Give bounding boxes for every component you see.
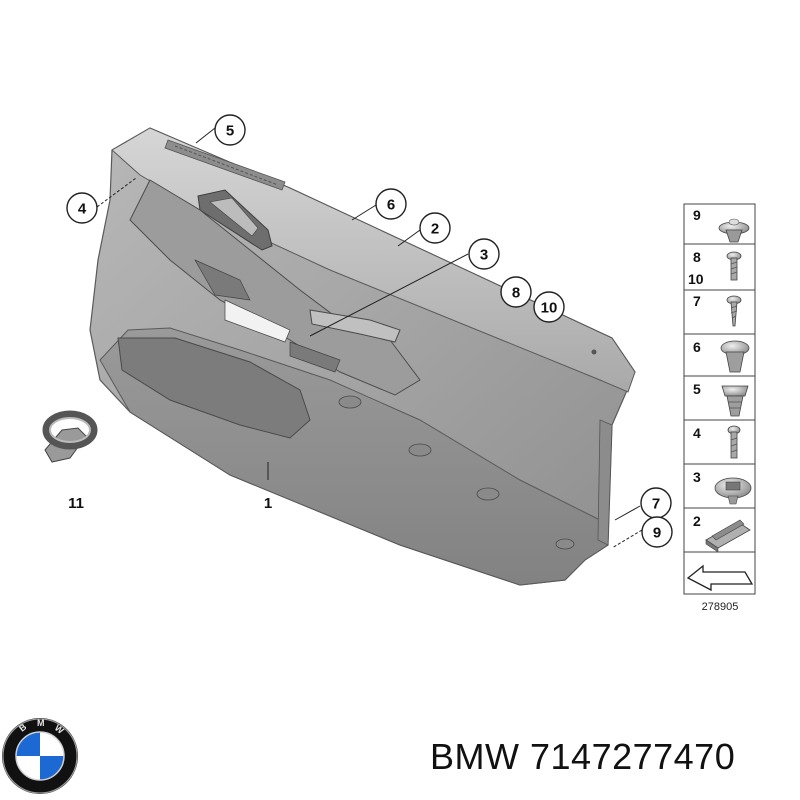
callout-5: 5 bbox=[214, 114, 246, 146]
map-pocket bbox=[117, 337, 311, 439]
door-panel bbox=[89, 127, 636, 586]
brand-name: BMW bbox=[430, 736, 520, 777]
part-number: 7147277470 bbox=[530, 736, 736, 777]
part-5-fir-tree-clip bbox=[721, 385, 749, 417]
svg-text:4: 4 bbox=[78, 201, 87, 218]
svg-text:M: M bbox=[37, 718, 45, 728]
label-1: 1 bbox=[264, 495, 272, 512]
table-row-3-label: 3 bbox=[693, 469, 701, 485]
svg-text:3: 3 bbox=[480, 247, 488, 264]
part-caption: BMW 7147277470 bbox=[430, 736, 735, 778]
table-row-5-label: 5 bbox=[693, 381, 701, 397]
callout-2: 2 bbox=[419, 212, 451, 244]
table-row-7-label: 7 bbox=[693, 293, 701, 309]
parts-table: 9 8 10 7 6 5 4 3 2 bbox=[683, 203, 756, 595]
svg-text:6: 6 bbox=[387, 197, 395, 214]
reference-number: 278905 bbox=[702, 601, 739, 613]
table-row-10-label: 10 bbox=[688, 271, 704, 287]
callout-10: 10 bbox=[533, 291, 565, 323]
speaker-grille bbox=[164, 139, 286, 191]
callout-9: 9 bbox=[641, 516, 673, 548]
tape-roll-part bbox=[42, 410, 98, 463]
part-9-push-clip bbox=[718, 218, 750, 243]
callout-8: 8 bbox=[500, 276, 532, 308]
table-row-2-label: 2 bbox=[693, 513, 701, 529]
svg-text:9: 9 bbox=[653, 525, 661, 542]
table-row-4-label: 4 bbox=[693, 425, 701, 441]
callout-6: 6 bbox=[375, 188, 407, 220]
svg-text:5: 5 bbox=[226, 123, 234, 140]
callout-4: 4 bbox=[66, 192, 98, 224]
bmw-logo: B M W bbox=[2, 718, 78, 794]
armrest-frame bbox=[129, 179, 421, 396]
part-3-speed-nut bbox=[714, 477, 752, 505]
label-11: 11 bbox=[68, 495, 84, 512]
reference-arrow-icon bbox=[686, 564, 754, 592]
svg-text:10: 10 bbox=[541, 300, 558, 317]
svg-text:2: 2 bbox=[431, 221, 439, 238]
svg-text:8: 8 bbox=[512, 285, 520, 302]
leader-lines bbox=[96, 127, 643, 549]
part-8-screw bbox=[726, 251, 742, 281]
callout-3: 3 bbox=[468, 238, 500, 270]
part-4-bolt bbox=[727, 425, 741, 459]
part-2-retainer-clip bbox=[705, 519, 751, 553]
callout-7: 7 bbox=[640, 487, 672, 519]
table-row-6-label: 6 bbox=[693, 339, 701, 355]
svg-text:B: B bbox=[17, 721, 29, 733]
pull-handle bbox=[309, 309, 401, 343]
svg-text:7: 7 bbox=[652, 496, 660, 513]
table-row-8-label: 8 bbox=[693, 249, 701, 265]
part-7-screw bbox=[726, 295, 742, 327]
part-6-expanding-clip bbox=[720, 340, 750, 373]
table-row-9-label: 9 bbox=[693, 207, 701, 223]
